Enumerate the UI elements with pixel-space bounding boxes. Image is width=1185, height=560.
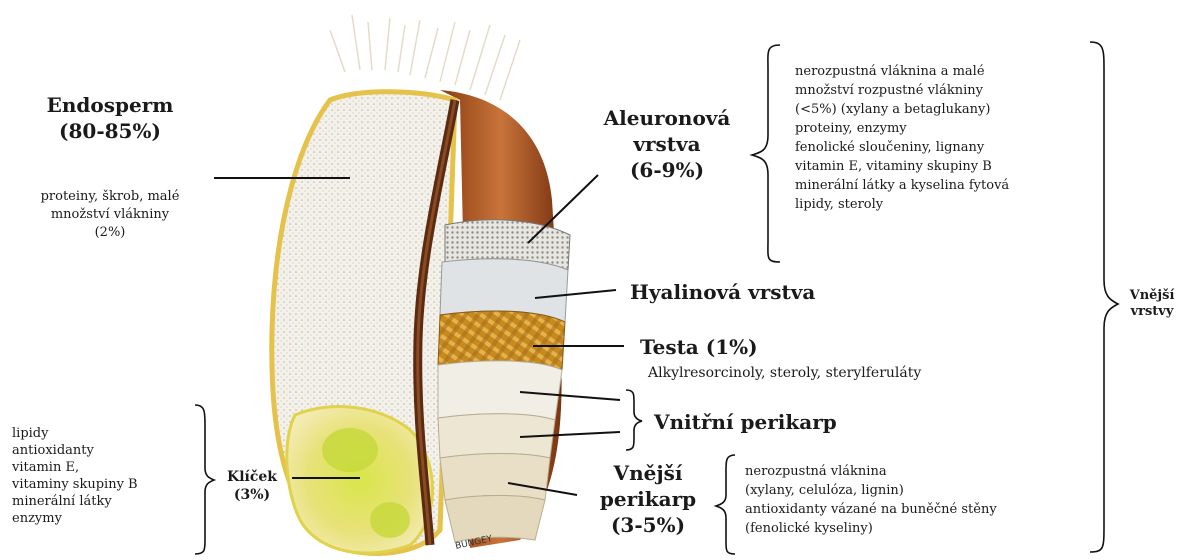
aleurone-desc-line: (<5%) (xylany a betaglukany) xyxy=(795,100,1009,119)
inner-pericarp-title: Vnitřní perikarp xyxy=(654,409,837,435)
germ-title: Klíček xyxy=(222,468,282,486)
aleurone-desc-line: lipidy, steroly xyxy=(795,195,1009,214)
aleurone-percent: (6-9%) xyxy=(592,157,742,183)
endosperm-desc-line: množství vlákniny xyxy=(5,206,215,224)
endosperm-desc-line: proteiny, škrob, malé xyxy=(5,188,215,206)
layer-stack xyxy=(438,220,570,542)
outer-pericarp-percent: (3-5%) xyxy=(578,512,718,538)
germ-plumule xyxy=(322,428,378,472)
hyaline-title: Hyalinová vrstva xyxy=(630,279,815,305)
outer-pericarp-desc-line: (fenolické kyseliny) xyxy=(745,519,997,538)
outer-layers-title2: vrstvy xyxy=(1122,304,1182,320)
aleurone-desc-line: množství rozpustné vlákniny xyxy=(795,81,1009,100)
endosperm-label: Endosperm (80-85%) xyxy=(15,92,205,144)
endosperm-desc-line: (2%) xyxy=(5,224,215,242)
grain-hairs xyxy=(330,15,520,100)
germ-label: Klíček (3%) xyxy=(222,468,282,504)
outer-pericarp-title: Vnější xyxy=(578,460,718,486)
germ-desc-line: vitamin E, xyxy=(12,459,138,476)
germ-desc-line: antioxidanty xyxy=(12,442,138,459)
outer-pericarp-desc-line: (xylany, celulóza, lignin) xyxy=(745,481,997,500)
germ-percent: (3%) xyxy=(222,486,282,504)
germ-desc-line: enzymy xyxy=(12,510,138,527)
germ-radicle xyxy=(370,502,410,538)
aleurone-label: Aleuronová vrstva (6-9%) xyxy=(592,105,742,183)
outer-layers-label: Vnější vrstvy xyxy=(1122,288,1182,320)
endosperm-percent: (80-85%) xyxy=(15,118,205,144)
testa-title: Testa (1%) xyxy=(640,334,758,360)
aleurone-desc-line: minerální látky a kyselina fytová xyxy=(795,176,1009,195)
aleurone-desc-line: vitamin E, vitaminy skupiny B xyxy=(795,157,1009,176)
outer-pericarp-desc: nerozpustná vláknina (xylany, celulóza, … xyxy=(745,462,997,538)
endosperm-desc: proteiny, škrob, malé množství vlákniny … xyxy=(5,188,215,242)
germ-desc: lipidy antioxidanty vitamin E, vitaminy … xyxy=(12,425,138,527)
germ-desc-line: minerální látky xyxy=(12,493,138,510)
outer-layers-title: Vnější xyxy=(1122,288,1182,304)
outer-pericarp-desc-line: nerozpustná vláknina xyxy=(745,462,997,481)
aleurone-desc-line: nerozpustná vláknina a malé xyxy=(795,62,1009,81)
outer-pericarp-label: Vnější perikarp (3-5%) xyxy=(578,460,718,538)
testa-desc: Alkylresorcinoly, steroly, sterylferulát… xyxy=(648,364,921,382)
aleurone-title2: vrstva xyxy=(592,131,742,157)
aleurone-title: Aleuronová xyxy=(592,105,742,131)
outer-pericarp-desc-line: antioxidanty vázané na buněčné stěny xyxy=(745,500,997,519)
aleurone-desc: nerozpustná vláknina a malé množství roz… xyxy=(795,62,1009,214)
outer-pericarp-title2: perikarp xyxy=(578,486,718,512)
aleurone-desc-line: proteiny, enzymy xyxy=(795,119,1009,138)
germ-desc-line: vitaminy skupiny B xyxy=(12,476,138,493)
endosperm-title: Endosperm xyxy=(15,92,205,118)
aleurone-desc-line: fenolické sloučeniny, lignany xyxy=(795,138,1009,157)
germ-desc-line: lipidy xyxy=(12,425,138,442)
